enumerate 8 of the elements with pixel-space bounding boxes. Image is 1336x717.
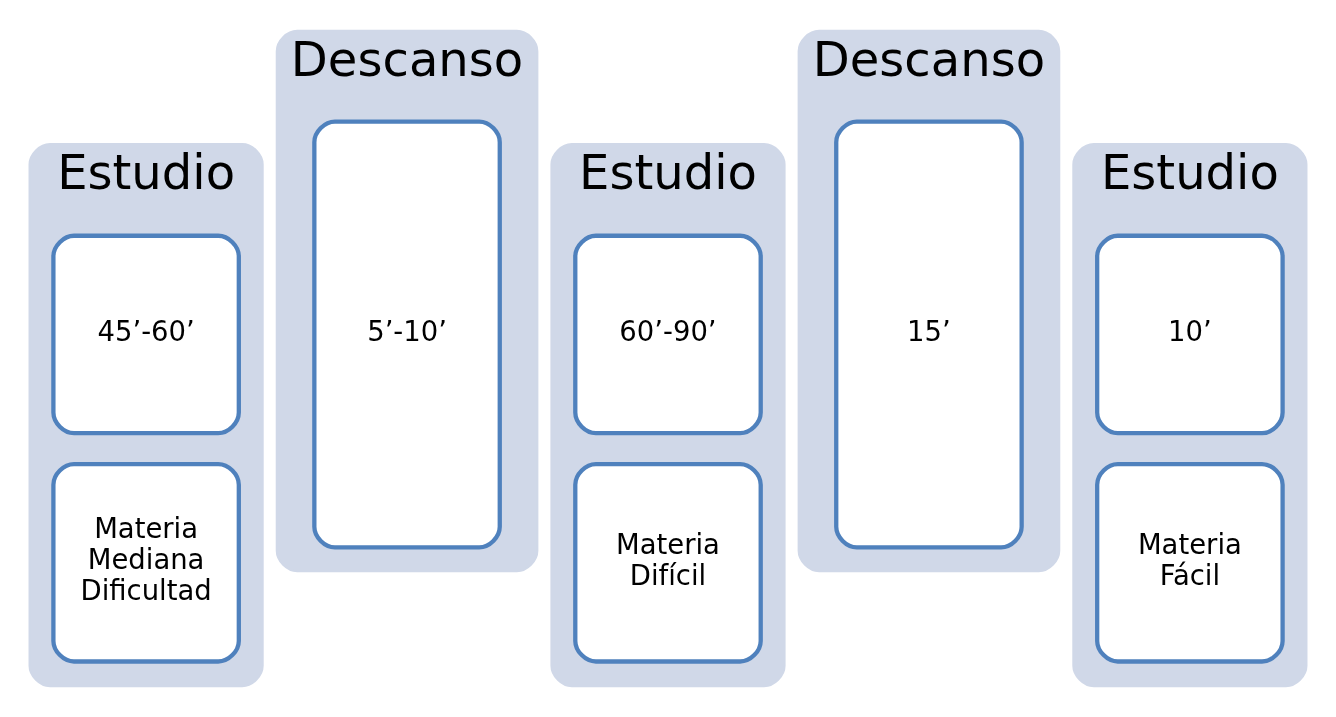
node-box: 45’-60’ [51, 233, 241, 436]
node-box: Materia Difícil [573, 461, 763, 664]
node-box: 10’ [1095, 233, 1285, 436]
node-box: 5’-10’ [312, 119, 502, 550]
node-box: Materia Fácil [1095, 461, 1285, 664]
node-box: Materia Mediana Dificultad [51, 461, 241, 664]
node-box: 15’ [834, 119, 1024, 550]
node-box: 60’-90’ [573, 233, 763, 436]
